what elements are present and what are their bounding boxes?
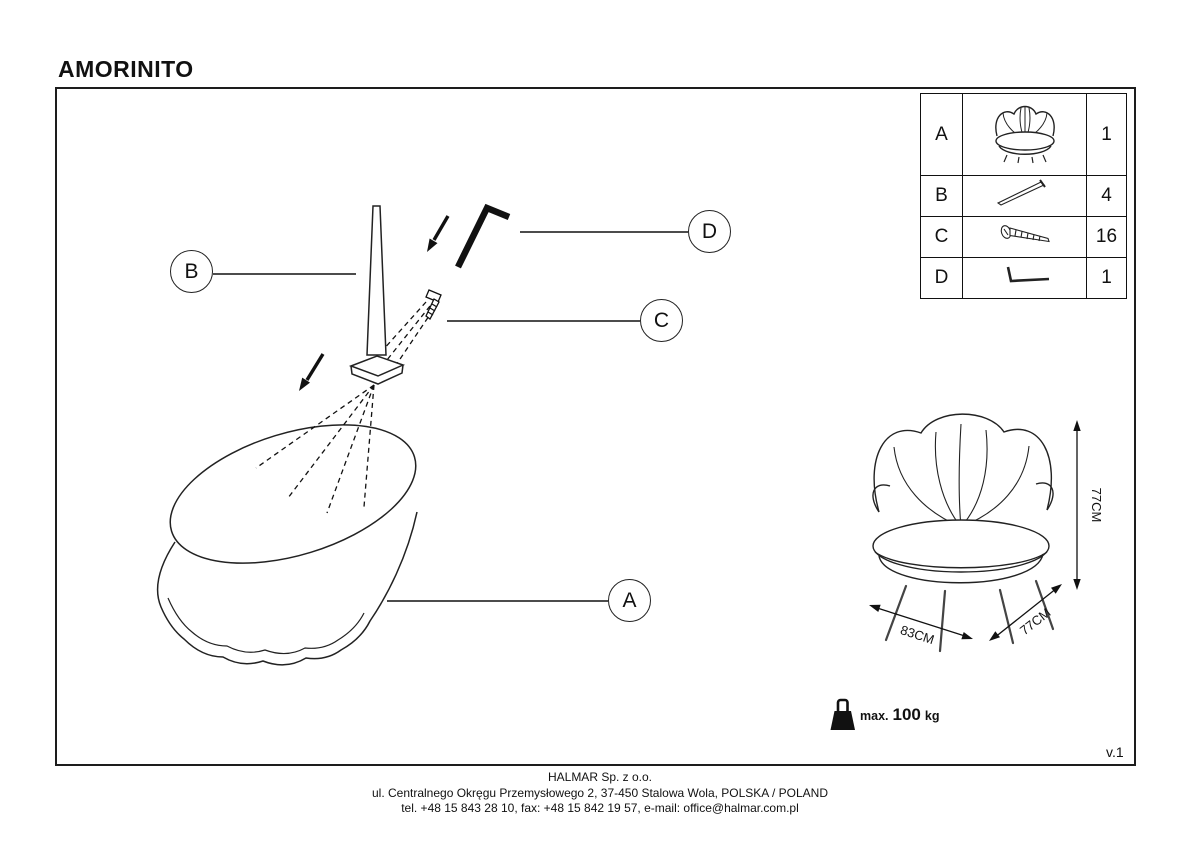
parts-row-c: C 16 — [920, 216, 1127, 258]
callout-a-label: A — [622, 588, 637, 612]
part-qty: 1 — [1086, 93, 1127, 176]
part-id: B — [920, 175, 963, 217]
content-frame — [55, 87, 1136, 766]
depth-dimension-label: 77CM — [1017, 605, 1054, 638]
screw-drawing — [425, 289, 442, 320]
chair-illustration — [872, 413, 1055, 653]
part-icon-cell — [962, 257, 1087, 299]
product-title: AMORINITO — [58, 56, 194, 82]
callout-b-label: B — [184, 259, 199, 283]
parts-row-d: D 1 — [920, 257, 1127, 299]
screw-part-icon — [1000, 225, 1050, 243]
part-id: C — [920, 216, 963, 258]
part-id: D — [920, 257, 963, 299]
seat-base-drawing — [156, 424, 418, 666]
chair-legs — [884, 579, 1055, 653]
max-weight: max. 100 kg — [860, 705, 939, 725]
part-icon-cell — [962, 216, 1087, 258]
width-dimension-label: 83CM — [899, 622, 937, 647]
callout-leader-lines — [213, 231, 688, 602]
parts-row-a: A 1 — [920, 93, 1127, 176]
callout-b: B — [170, 250, 213, 293]
footer-address: ul. Centralnego Okręgu Przemysłowego 2, … — [371, 785, 828, 800]
parts-row-b: B 4 — [920, 175, 1127, 217]
footer: HALMAR Sp. z o.o. ul. Centralnego Okręgu… — [0, 770, 1200, 817]
footer-contact: tel. +48 15 843 28 10, fax: +48 15 842 1… — [401, 801, 799, 815]
height-dimension-label: 77CM — [1089, 488, 1104, 523]
part-qty: 1 — [1086, 257, 1127, 299]
max-weight-value: 100 — [892, 705, 921, 724]
part-id: A — [920, 93, 963, 176]
allen-key-drawing — [455, 203, 511, 269]
part-icon-cell — [962, 93, 1087, 176]
callout-d-label: D — [701, 219, 718, 243]
leg-part-drawing — [348, 205, 406, 385]
part-qty: 16 — [1086, 216, 1127, 258]
footer-company: HALMAR Sp. z o.o. — [547, 770, 653, 784]
part-qty: 4 — [1086, 175, 1127, 217]
callout-d: D — [688, 210, 731, 253]
leg-part-icon — [996, 179, 1046, 206]
insert-arrow-icon — [299, 215, 450, 391]
part-icon-cell — [962, 175, 1087, 217]
max-weight-unit: kg — [924, 709, 940, 723]
callout-c-label: C — [653, 308, 670, 332]
armchair-part-icon — [994, 105, 1055, 163]
allen-key-part-icon — [1006, 266, 1049, 283]
callout-a: A — [608, 579, 651, 622]
alignment-dashes — [255, 301, 434, 514]
weight-icon — [830, 698, 855, 730]
parts-table: A 1 B — [920, 93, 1127, 299]
callout-c: C — [640, 299, 683, 342]
version-label: v.1 — [1106, 744, 1124, 760]
dimension-arrows — [869, 420, 1081, 641]
max-weight-label: max. — [860, 709, 889, 723]
